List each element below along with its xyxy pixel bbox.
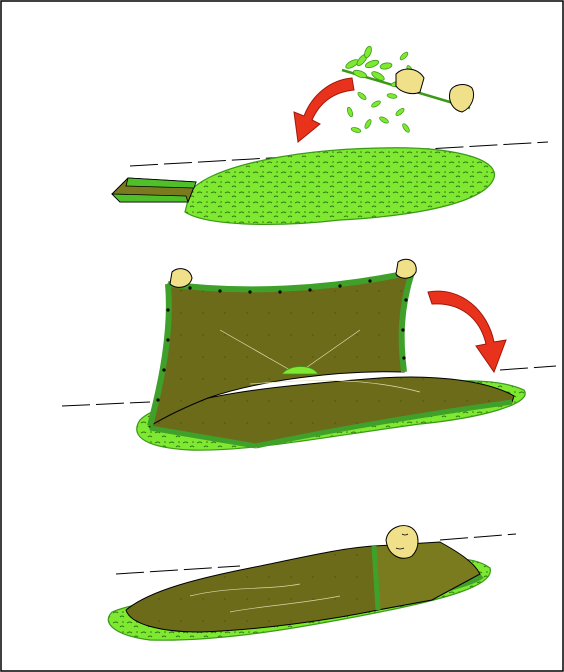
ground-line-left xyxy=(116,566,240,574)
right-hand-icon xyxy=(396,259,416,278)
step-2-fold-tarp xyxy=(62,259,556,450)
step-1-gather-foliage xyxy=(112,45,548,224)
folded-tarp-icon xyxy=(112,178,196,202)
curved-arrow-down-icon xyxy=(294,78,354,142)
hand-stripping-leaves-icon xyxy=(342,45,474,133)
foliage-bed xyxy=(185,148,494,225)
ground-line-left xyxy=(62,402,150,406)
step-3-sleeping-person xyxy=(108,526,516,641)
curved-arrow-down-right-icon xyxy=(428,291,506,372)
left-hand-icon xyxy=(170,269,192,288)
ground-line-right xyxy=(500,366,556,370)
ground-line-right xyxy=(440,534,516,540)
